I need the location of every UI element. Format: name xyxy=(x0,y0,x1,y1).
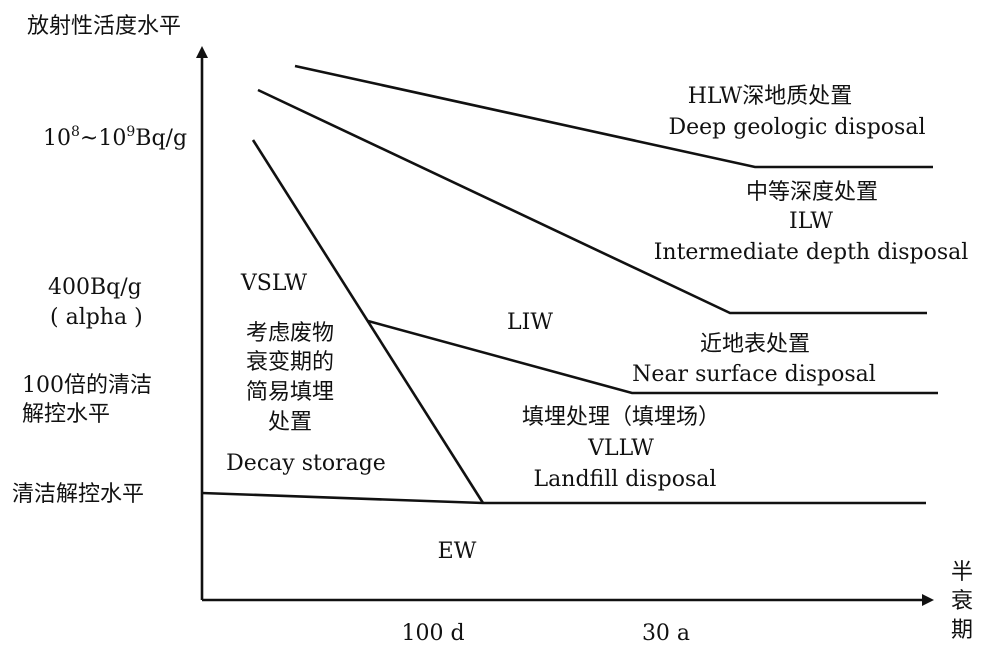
y-tick-4: 清洁解控水平 xyxy=(12,482,144,507)
ilw-liw-boundary xyxy=(257,88,927,315)
y-tick-1: 108~109Bq/g xyxy=(43,124,187,151)
x-axis-title-char-1: 半 xyxy=(951,560,973,585)
x-axis-title-char-3: 期 xyxy=(951,618,973,643)
ilw-label-en: Intermediate depth disposal xyxy=(654,240,969,265)
vslw-label-zh-3: 简易填埋 xyxy=(246,380,334,405)
y-tick-2-line1: 400Bq/g xyxy=(48,275,142,300)
hlw-ilw-boundary xyxy=(294,64,933,169)
x-tick-100d: 100 d xyxy=(401,621,464,646)
vslw-label-zh-2: 衰变期的 xyxy=(246,350,334,375)
vllw-label-abbr: VLLW xyxy=(587,436,654,461)
vslw-label-abbr: VSLW xyxy=(240,271,308,296)
vslw-label-zh-4: 处置 xyxy=(268,410,312,435)
x-tick-30a: 30 a xyxy=(642,621,690,646)
x-axis-title-char-2: 衰 xyxy=(951,589,973,614)
hlw-label-en: Deep geologic disposal xyxy=(669,115,926,140)
vllw-label-zh: 填埋处理（填埋场） xyxy=(522,405,720,430)
y-axis-title: 放射性活度水平 xyxy=(27,14,181,39)
y-tick-3-line2: 解控水平 xyxy=(22,402,110,427)
liw-vllw-boundary xyxy=(367,319,938,395)
vllw-label-en: Landfill disposal xyxy=(534,467,717,492)
y-tick-3-line1: 100倍的清洁 xyxy=(22,373,152,398)
ilw-label-abbr: ILW xyxy=(789,209,833,234)
near-surface-label-zh: 近地表处置 xyxy=(700,332,810,357)
ilw-label-zh: 中等深度处置 xyxy=(746,180,878,205)
ew-label: EW xyxy=(438,539,477,564)
liw-label: LIW xyxy=(507,310,553,335)
y-tick-2-line2: ( alpha ) xyxy=(50,305,143,330)
hlw-label-zh: HLW深地质处置 xyxy=(688,84,853,109)
exemption-boundary xyxy=(201,491,926,505)
vslw-label-en: Decay storage xyxy=(226,451,386,476)
vslw-label-zh-1: 考虑废物 xyxy=(246,321,334,346)
near-surface-label-en: Near surface disposal xyxy=(632,362,876,387)
